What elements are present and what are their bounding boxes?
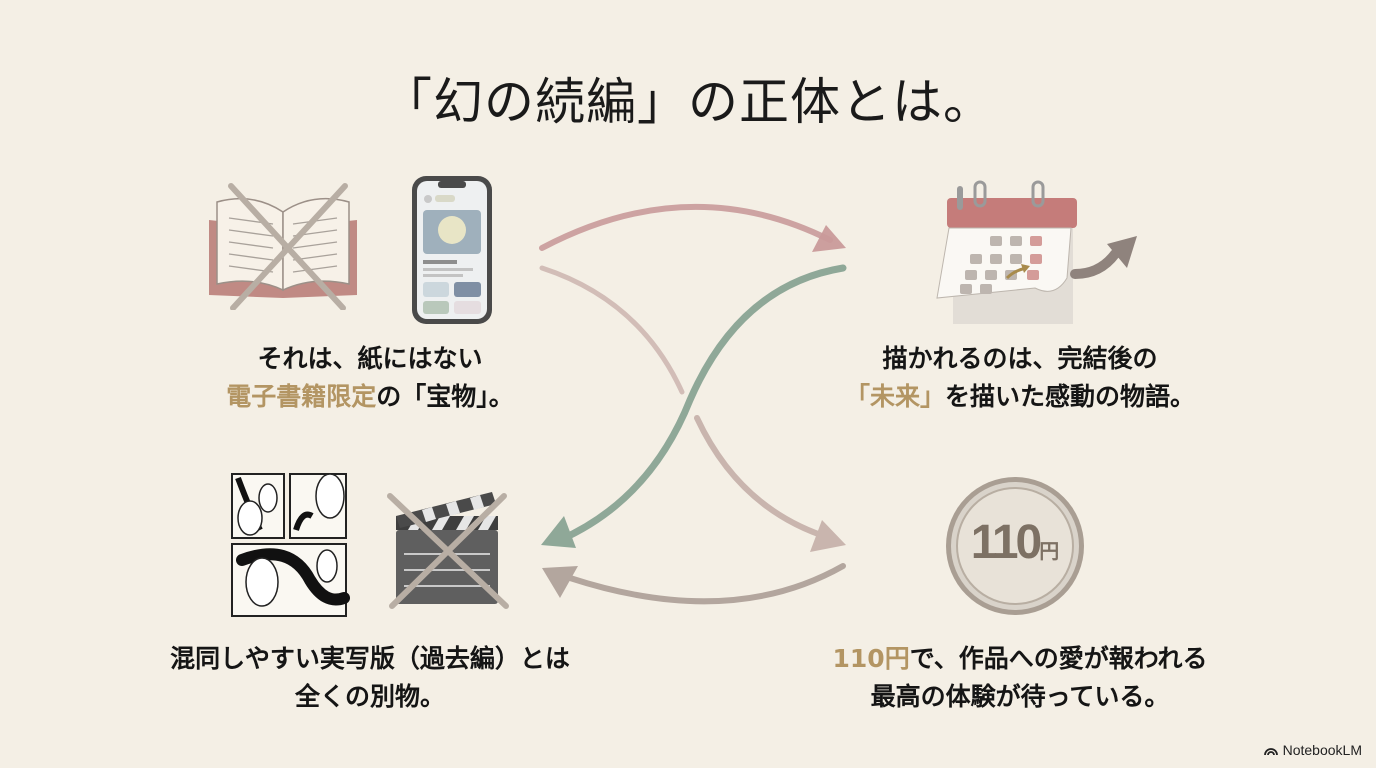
- notebooklm-logo-icon: [1263, 748, 1278, 756]
- caption-text: の「宝物」。: [376, 382, 514, 411]
- caption-line: 110円で、作品への愛が報われる: [770, 640, 1270, 678]
- coin-110-yen-icon: 110円: [944, 475, 1086, 617]
- notebooklm-branding: NotebookLM: [1263, 742, 1362, 758]
- crossed-out-paper-book-icon: [209, 183, 357, 310]
- caption-110-yen: 110円で、作品への愛が報われる 最高の体験が待っている。: [770, 640, 1270, 716]
- arrow-diagonal-taupe: [539, 265, 846, 552]
- page-title: 「幻の続編」の正体とは。: [382, 73, 994, 131]
- caption-line: 「未来」を描いた感動の物語。: [790, 378, 1250, 416]
- caption-live-action-different: 混同しやすい実写版（過去編）とは 全くの別物。: [120, 640, 620, 716]
- crossed-out-clapperboard-icon: [387, 492, 509, 609]
- coin-number: 110: [970, 516, 1042, 569]
- smartphone-ebook-icon: [412, 176, 492, 324]
- caption-line: 全くの別物。: [294, 682, 445, 711]
- caption-line: 電子書籍限定の「宝物」。: [150, 378, 590, 416]
- caption-text: で、作品への愛が報われる: [909, 644, 1208, 673]
- highlight-text: 「未来」: [844, 382, 945, 411]
- brand-label: NotebookLM: [1282, 742, 1362, 758]
- caption-text: を描いた感動の物語。: [945, 382, 1196, 411]
- highlight-text: 電子書籍限定: [226, 382, 377, 411]
- arrow-top-rose: [539, 204, 846, 252]
- caption-line: 描かれるのは、完結後の: [882, 344, 1158, 373]
- arrow-diagonal-green: [541, 264, 847, 548]
- caption-line: 混同しやすい実写版（過去編）とは: [170, 644, 570, 673]
- caption-ebook-exclusive: それは、紙にはない 電子書籍限定の「宝物」。: [150, 340, 590, 416]
- manga-panels-icon: [231, 473, 350, 617]
- highlight-text: 110円: [832, 644, 910, 673]
- caption-line: それは、紙にはない: [257, 344, 483, 373]
- arrow-bottom-taupe: [542, 563, 846, 605]
- caption-line: 最高の体験が待っている。: [870, 682, 1170, 711]
- caption-future-story: 描かれるのは、完結後の 「未来」を描いた感動の物語。: [790, 340, 1250, 416]
- calendar-future-arrow-icon: [936, 180, 1137, 324]
- coin-unit: 円: [1039, 541, 1060, 563]
